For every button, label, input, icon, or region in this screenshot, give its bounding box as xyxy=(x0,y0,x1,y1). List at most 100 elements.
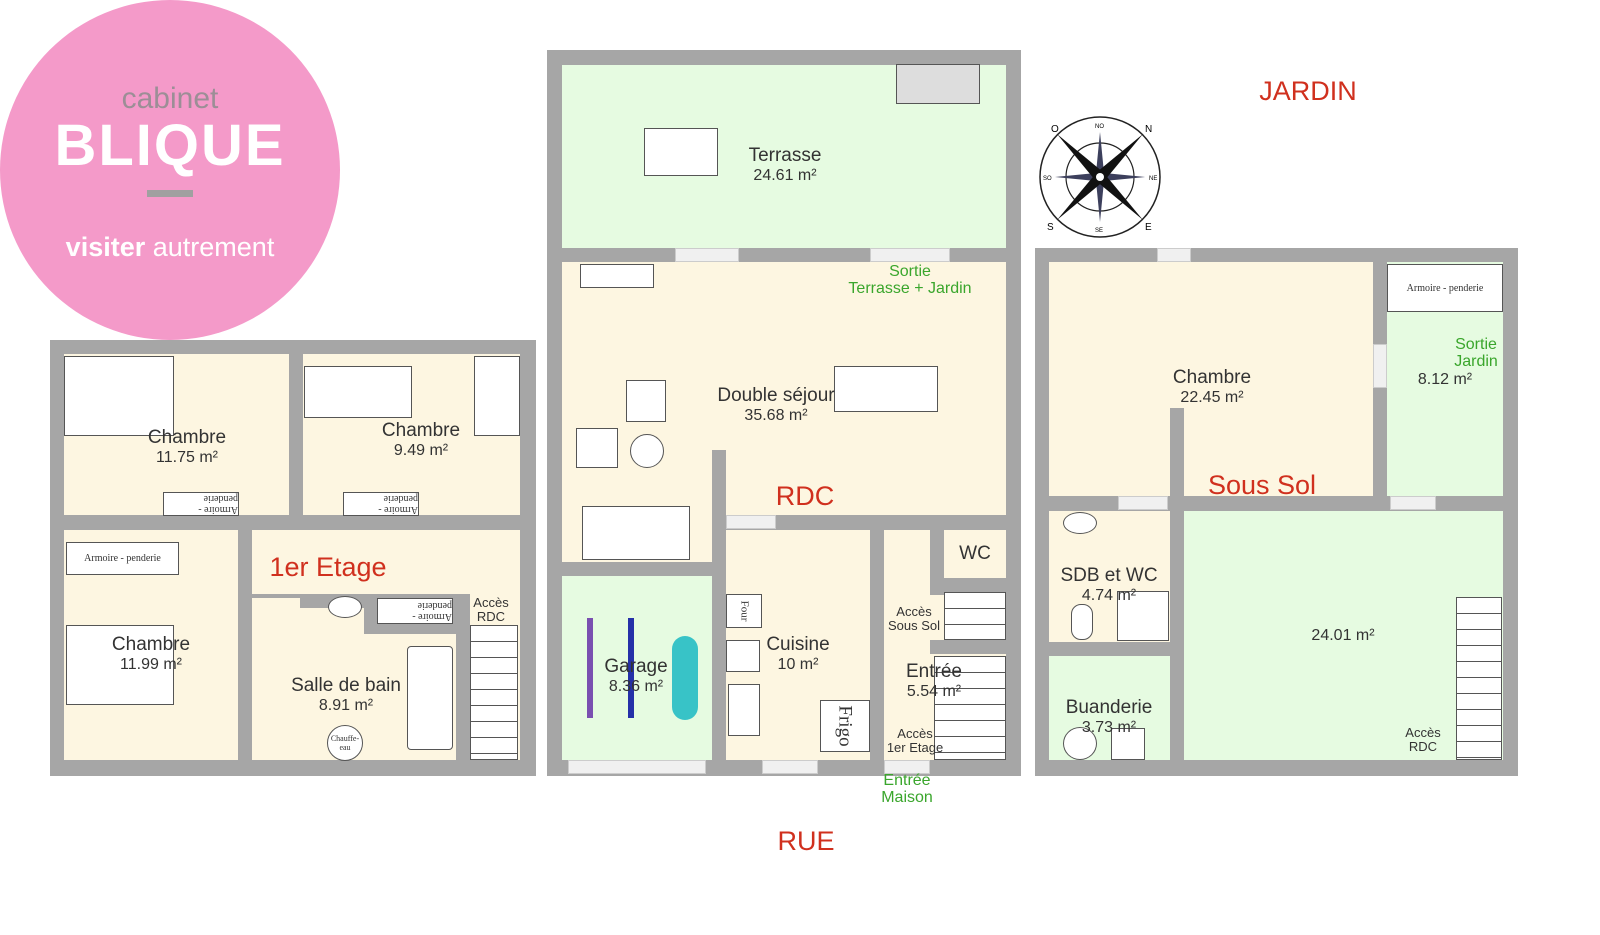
desk xyxy=(474,356,520,436)
room-chambre-ss[interactable] xyxy=(1049,262,1373,496)
label-line: Accès xyxy=(897,726,933,741)
cooktop xyxy=(726,640,760,672)
compass-n: N xyxy=(1145,124,1152,135)
bed xyxy=(64,356,174,436)
room-grande-piece[interactable] xyxy=(1184,511,1503,760)
compass-se: SE xyxy=(1095,228,1103,234)
room-area: 3.73 m² xyxy=(1081,719,1137,736)
room-name: Salle de bain xyxy=(291,675,401,696)
label-line: 1er Etage xyxy=(886,740,944,755)
floor-title-sous-sol: Sous Sol xyxy=(1207,470,1317,500)
bed xyxy=(304,366,412,418)
logo-brand: BLIQUE xyxy=(54,113,286,178)
frigo: Frigo xyxy=(820,700,870,752)
label-line: Accès xyxy=(896,604,932,619)
stairs-etage[interactable] xyxy=(934,656,1006,760)
compass-so: SO xyxy=(1043,176,1052,182)
jardin-label: JARDIN xyxy=(1259,76,1357,106)
armchair xyxy=(576,428,618,468)
room-name: Entrée xyxy=(906,661,962,682)
label-line: Sortie xyxy=(889,263,931,280)
bicycle-icon xyxy=(587,618,593,718)
compass-icon: O N S E NO NE SO SE xyxy=(1039,116,1161,238)
dryer xyxy=(1111,728,1145,760)
label-line: RDC xyxy=(1408,739,1438,754)
armoire: Armoire - penderie xyxy=(377,598,453,624)
four-label: Four xyxy=(738,600,750,622)
armoire: Armoire - penderie xyxy=(1387,264,1503,312)
label-line: Sortie xyxy=(1455,336,1497,353)
room-name: Garage xyxy=(604,656,668,677)
room-area: 8.12 m² xyxy=(1417,371,1473,388)
sink xyxy=(1063,512,1097,534)
room-area: 35.68 m² xyxy=(744,407,808,424)
stairs-ss[interactable] xyxy=(1456,597,1502,760)
rue-label: RUE xyxy=(777,826,835,856)
stairs-sous-sol[interactable] xyxy=(944,592,1006,640)
tagline-bold: visiter xyxy=(65,232,146,262)
armoire: Armoire - penderie xyxy=(343,492,419,516)
logo-tagline: visiter autrement xyxy=(0,232,340,263)
room-area: 9.49 m² xyxy=(393,442,449,459)
tagline-light: autrement xyxy=(152,232,275,262)
compass-e: E xyxy=(1145,222,1152,233)
bicycle-icon xyxy=(628,618,634,718)
room-name: Chambre xyxy=(147,427,227,448)
room-area: 22.45 m² xyxy=(1180,389,1244,406)
compass-o: O xyxy=(1051,124,1059,135)
room-name: Chambre xyxy=(381,420,461,441)
sink xyxy=(328,596,362,618)
toilet xyxy=(1071,604,1093,640)
armoire: Armoire - penderie xyxy=(66,542,179,575)
room-area: 24.61 m² xyxy=(753,167,817,184)
acces-rdc-label: Accès RDC xyxy=(473,595,509,624)
label-line: Sous Sol xyxy=(887,618,941,633)
room-area: 11.99 m² xyxy=(120,656,182,673)
landing xyxy=(252,530,520,594)
room-area: 5.54 m² xyxy=(906,683,962,700)
room-label: WC xyxy=(959,544,991,564)
washing-machine xyxy=(1063,727,1097,760)
room-label: 8.12 m² xyxy=(1418,370,1472,390)
label-line: Maison xyxy=(881,789,933,806)
frigo-label: Frigo xyxy=(835,705,856,747)
compass-no: NO xyxy=(1095,124,1104,130)
room-label: 24.01 m² xyxy=(1311,626,1374,646)
room-area: 10 m² xyxy=(777,656,819,673)
room-area: 24.01 m² xyxy=(1311,627,1375,644)
barbecue xyxy=(896,64,980,104)
coffee-table xyxy=(630,434,664,468)
bed xyxy=(66,625,174,705)
room-area: 11.75 m² xyxy=(156,449,218,466)
table xyxy=(644,128,718,176)
room-area: 8.91 m² xyxy=(318,697,374,714)
room-wc[interactable] xyxy=(944,530,1006,578)
logo-top-text: cabinet xyxy=(121,82,219,115)
logo: cabinet BLIQUE visiter autrement xyxy=(0,0,340,340)
scooter-icon xyxy=(672,636,698,720)
compass-ne: NE xyxy=(1149,176,1157,182)
room-area: 8.36 m² xyxy=(608,678,664,695)
sideboard xyxy=(580,264,654,288)
logo-underline xyxy=(147,190,193,197)
label-line: Entrée xyxy=(883,772,931,789)
label-line: Terrasse + Jardin xyxy=(848,280,972,297)
bathtub xyxy=(407,646,453,750)
room-name: Cuisine xyxy=(766,634,830,655)
sofa xyxy=(582,506,690,560)
stairs-1er[interactable] xyxy=(470,625,518,760)
label-line: Jardin xyxy=(1454,353,1498,370)
label-line: Accès xyxy=(1405,725,1441,740)
